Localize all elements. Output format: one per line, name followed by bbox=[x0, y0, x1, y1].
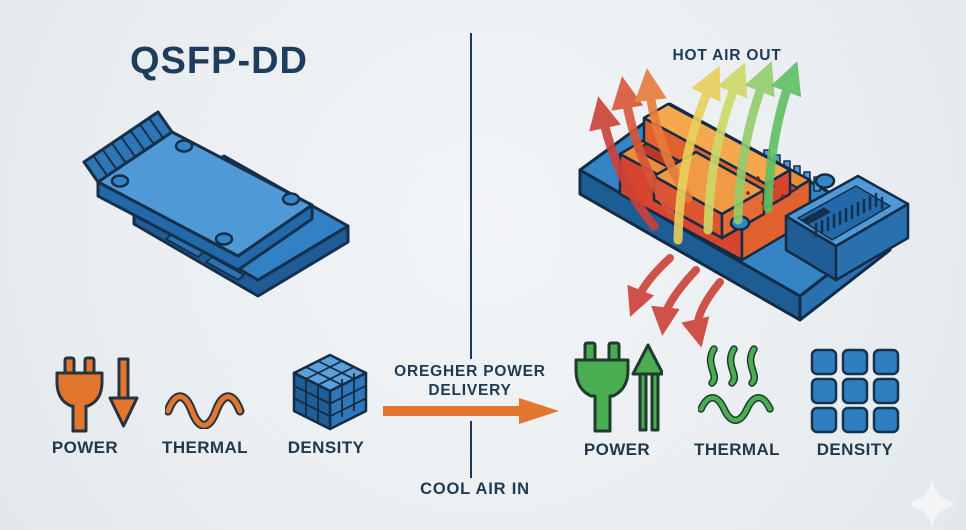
cool-air-in-label: COOL AIR IN bbox=[420, 480, 530, 498]
center-divider-top bbox=[470, 33, 472, 359]
metric-label-thermal-right: THERMAL bbox=[694, 440, 780, 459]
power-delivery-label: OREGHER POWER DELIVERY bbox=[394, 363, 546, 399]
sparkle-icon bbox=[908, 478, 956, 530]
metric-label-power-right: POWER bbox=[583, 440, 651, 459]
hot-air-out-label: HOT AIR OUT bbox=[672, 47, 782, 64]
center-divider-bottom bbox=[470, 421, 472, 478]
hot-air-arrows bbox=[589, 61, 802, 348]
plug-down-arrow-icon bbox=[55, 356, 139, 433]
metric-label-power-left: POWER bbox=[51, 438, 119, 457]
qsfp-module-illustration-right bbox=[578, 61, 910, 348]
sine-wave-icon bbox=[165, 392, 245, 429]
metric-label-density-left: DENSITY bbox=[287, 438, 365, 457]
page-title: QSFP-DD bbox=[130, 40, 308, 82]
grid-3x3-icon bbox=[810, 348, 900, 434]
heat-waves-icon bbox=[698, 345, 774, 424]
metric-label-density-right: DENSITY bbox=[816, 440, 894, 459]
connector-receptacle bbox=[784, 174, 910, 282]
plug-up-arrow-icon bbox=[574, 341, 663, 433]
qsfp-module-illustration-left bbox=[82, 110, 350, 298]
metric-label-thermal-left: THERMAL bbox=[162, 438, 248, 457]
right-arrow-icon bbox=[383, 398, 559, 424]
cube-3d-icon bbox=[292, 353, 368, 431]
